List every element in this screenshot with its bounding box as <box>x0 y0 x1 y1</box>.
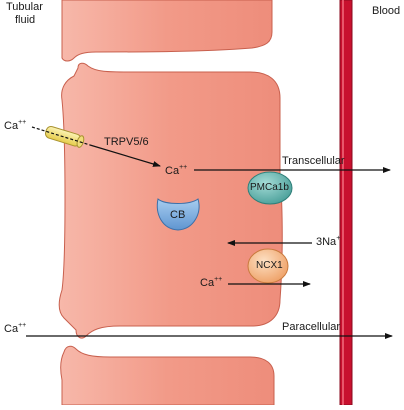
ca-basolateral-charge: ++ <box>214 276 223 283</box>
upper-cell <box>61 0 273 62</box>
ca-cytosol-label: Ca++ <box>165 164 188 177</box>
sodium-label: 3Na+ <box>316 235 341 248</box>
ca-apical-label: Ca++ <box>4 119 27 132</box>
ca-cytosol-charge: ++ <box>179 164 188 171</box>
sodium-charge: + <box>336 235 341 242</box>
trpv-channel-label: TRPV5/6 <box>104 136 149 148</box>
ncx1-label: NCX1 <box>256 260 283 271</box>
tubular-fluid-label-line2: fluid <box>15 14 36 26</box>
pmca1b-label: PMCa1b <box>250 182 289 193</box>
calbindin-icon <box>156 198 200 231</box>
tubular-fluid-label-line1: Tubular <box>6 1 43 13</box>
paracellular-label: Paracellular <box>282 321 341 333</box>
ca-apical-charge: ++ <box>18 119 27 126</box>
ca-basolateral-label: Ca++ <box>200 276 223 289</box>
pmca1b-pump-icon <box>247 171 293 205</box>
ca-paracellular-charge: ++ <box>18 322 27 329</box>
ca-entry-arrow-dashed <box>31 126 91 146</box>
epithelial-cell <box>58 62 283 339</box>
blood-vessel <box>339 0 353 406</box>
transcellular-label: Transcellular <box>282 155 345 167</box>
blood-label: Blood <box>372 5 401 17</box>
lower-cell <box>60 345 275 406</box>
ncx1-exchanger-icon <box>247 248 289 284</box>
ca-paracellular-label: Ca++ <box>4 322 27 335</box>
calbindin-label: CB <box>170 209 186 221</box>
ca-entry-arrow <box>89 144 161 167</box>
